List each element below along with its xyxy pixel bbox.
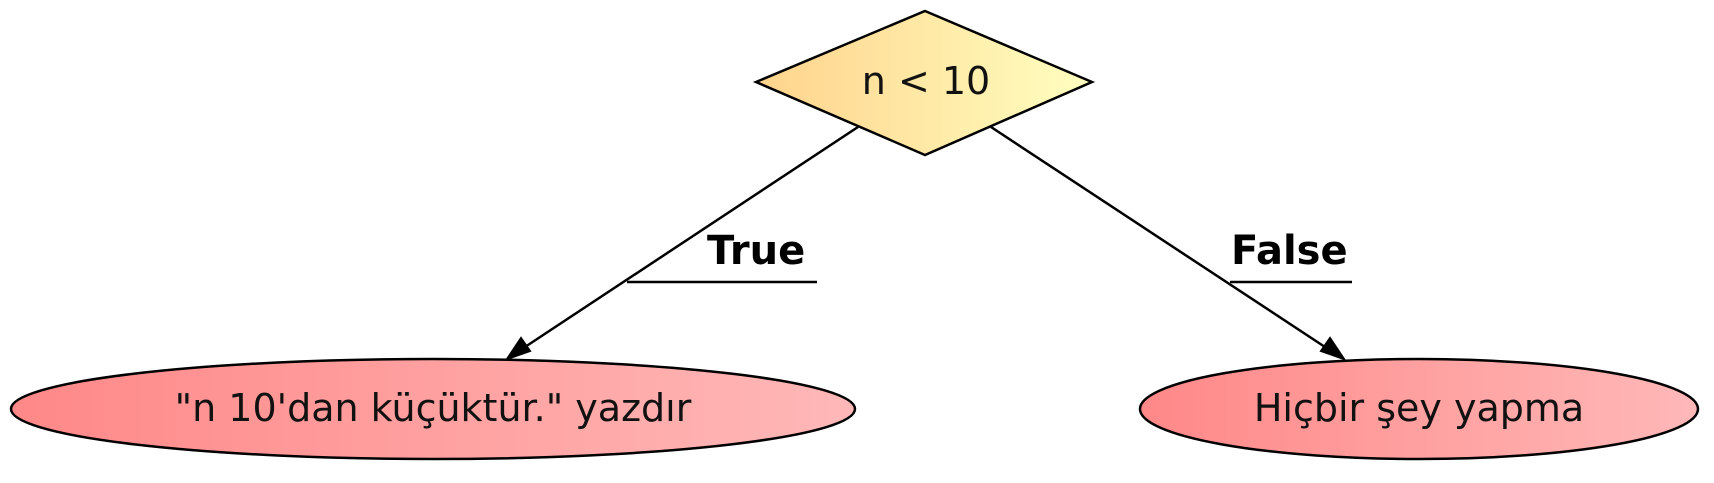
edge-false-line xyxy=(990,125,1326,349)
edge-true-line xyxy=(524,125,859,349)
edge-true-arrowhead xyxy=(504,336,532,361)
decision-label: n < 10 xyxy=(862,59,990,103)
edge-false-arrowhead xyxy=(1319,336,1347,361)
false-outcome-ellipse xyxy=(1138,357,1700,461)
decision-diamond xyxy=(752,9,1096,157)
edge-true-label: True xyxy=(707,228,805,274)
false-outcome-label: Hiçbir şey yapma xyxy=(1254,386,1584,430)
edge-false-label: False xyxy=(1231,228,1348,274)
decision-node: n < 10 xyxy=(752,9,1096,157)
true-outcome-ellipse xyxy=(9,357,857,461)
edge-false: False xyxy=(990,125,1352,361)
false-outcome-node: Hiçbir şey yapma xyxy=(1138,357,1700,461)
true-outcome-node: "n 10'dan küçüktür." yazdır xyxy=(9,357,857,461)
true-outcome-label: "n 10'dan küçüktür." yazdır xyxy=(175,386,692,430)
edge-true: True xyxy=(504,125,859,361)
